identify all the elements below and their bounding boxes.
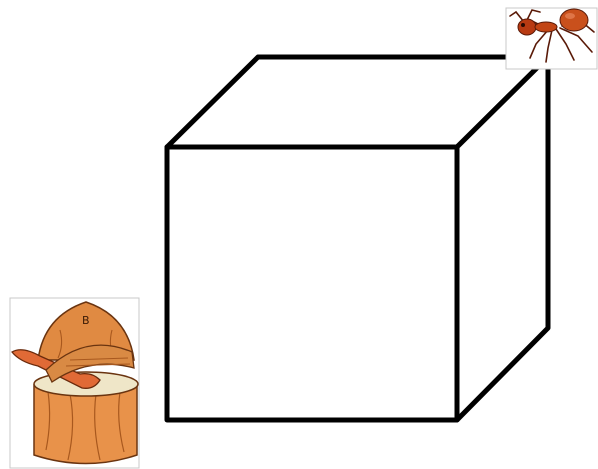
ant-head <box>517 18 537 36</box>
ant-icon <box>505 7 598 70</box>
honey-pot-icon: B <box>9 297 140 469</box>
ant-thorax <box>534 21 558 33</box>
cube-front-face <box>164 144 460 423</box>
ant-abdomen <box>559 8 589 32</box>
cube-right-face <box>454 54 551 423</box>
honey-pot-lid-label: B <box>82 314 90 327</box>
honey-pot-body <box>33 384 138 465</box>
cube <box>164 54 551 423</box>
